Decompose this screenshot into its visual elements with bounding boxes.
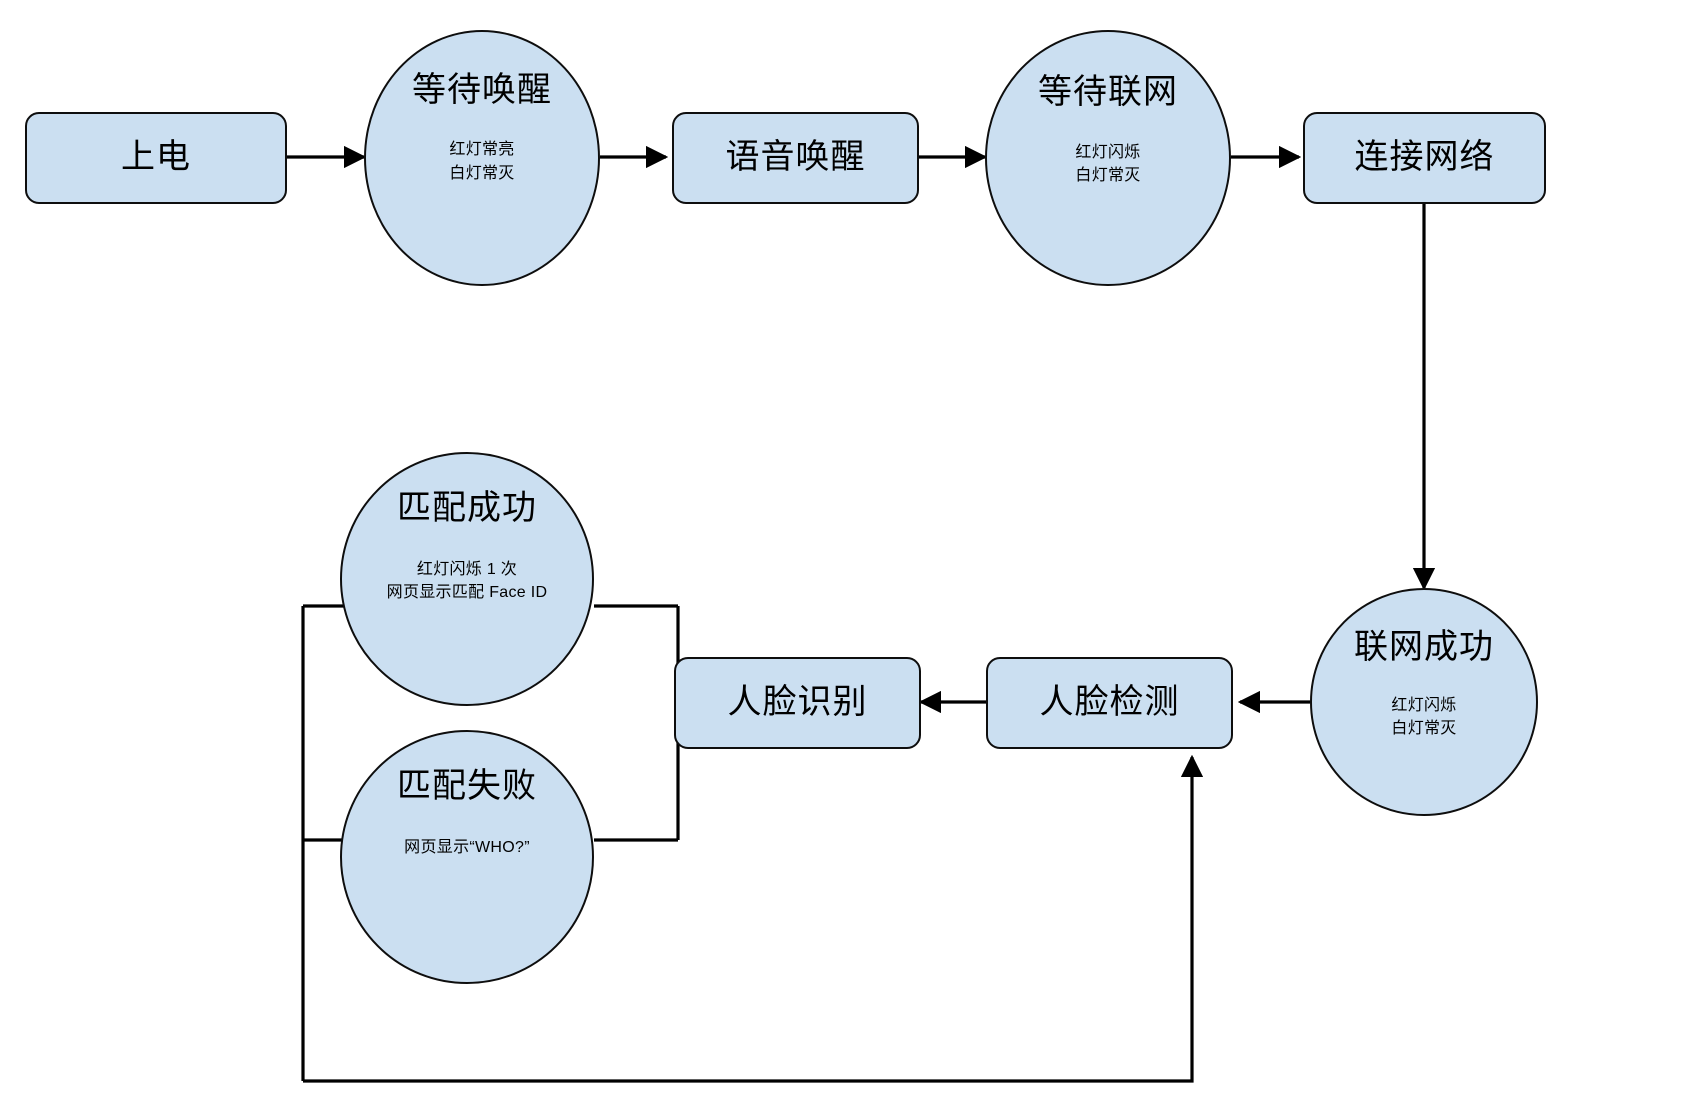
node-connect-network-title: 连接网络: [1354, 138, 1495, 177]
node-wait-network-title: 等待联网: [1038, 73, 1178, 112]
node-face-detect[interactable]: 人脸检测: [986, 657, 1233, 749]
node-match-success[interactable]: 匹配成功 红灯闪烁 1 次 网页显示匹配 Face ID: [340, 452, 594, 706]
node-connect-network[interactable]: 连接网络: [1303, 112, 1546, 204]
node-network-success-title: 联网成功: [1354, 628, 1494, 667]
node-power-on[interactable]: 上电: [25, 112, 287, 204]
node-face-detect-title: 人脸检测: [1039, 683, 1180, 722]
node-face-recognize-title: 人脸识别: [727, 683, 868, 722]
node-wait-network[interactable]: 等待联网 红灯闪烁 白灯常灭: [985, 30, 1231, 286]
node-match-fail[interactable]: 匹配失败 网页显示“WHO?”: [340, 730, 594, 984]
node-voice-wake[interactable]: 语音唤醒: [672, 112, 919, 204]
node-wait-wake-sub: 红灯常亮 白灯常灭: [449, 141, 515, 182]
node-wait-network-sub: 红灯闪烁 白灯常灭: [1075, 144, 1141, 185]
node-network-success-sub: 红灯闪烁 白灯常灭: [1391, 697, 1457, 738]
node-face-recognize[interactable]: 人脸识别: [674, 657, 921, 749]
node-voice-wake-title: 语音唤醒: [725, 138, 866, 177]
node-match-fail-title: 匹配失败: [397, 767, 537, 805]
node-wait-wake-title: 等待唤醒: [412, 71, 552, 110]
node-power-on-title: 上电: [121, 138, 191, 177]
node-network-success[interactable]: 联网成功 红灯闪烁 白灯常灭: [1310, 588, 1538, 816]
node-match-success-sub: 红灯闪烁 1 次 网页显示匹配 Face ID: [386, 561, 548, 602]
node-match-fail-sub: 网页显示“WHO?”: [404, 839, 530, 857]
node-match-success-title: 匹配成功: [397, 489, 537, 527]
node-wait-wake[interactable]: 等待唤醒 红灯常亮 白灯常灭: [364, 30, 600, 286]
